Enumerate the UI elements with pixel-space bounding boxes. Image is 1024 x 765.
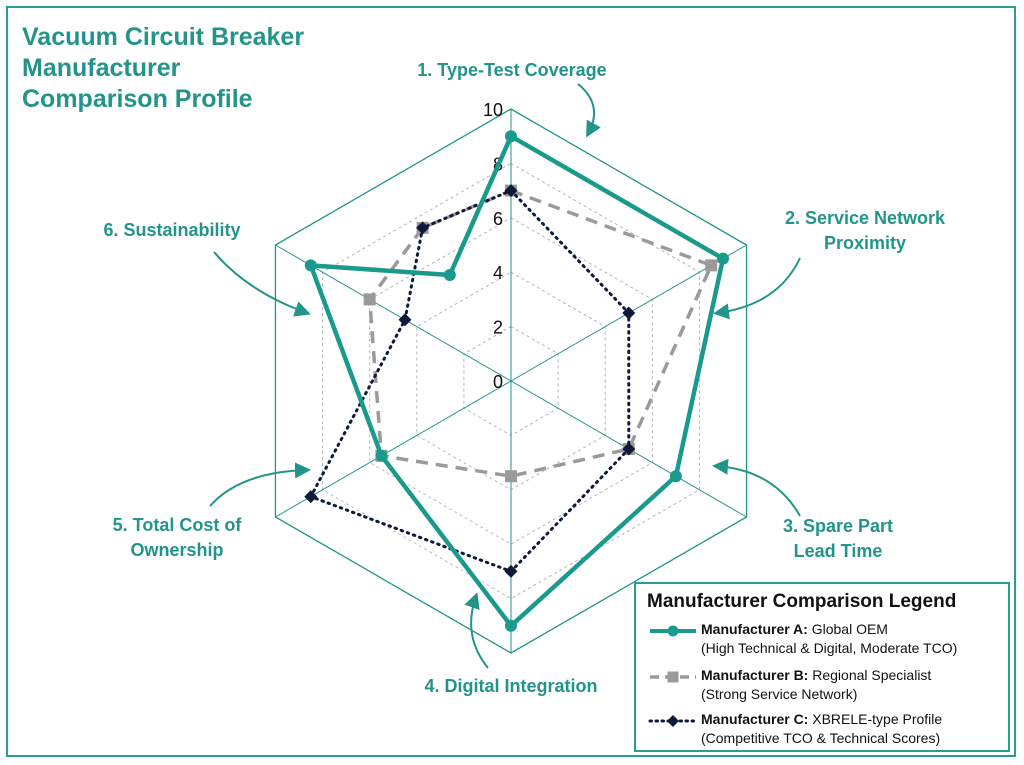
- axis-label-line: 2. Service Network: [785, 208, 946, 228]
- tick-label: 0: [493, 372, 503, 392]
- legend-swatch-b: [650, 671, 696, 683]
- data-point-a: [669, 470, 682, 483]
- legend-rest-c: XBRELE-type Profile: [808, 711, 943, 727]
- axis-label: 5. Total Cost of Ownership: [113, 515, 243, 560]
- data-point-b: [363, 293, 376, 306]
- axis-label: 6. Sustainability: [103, 220, 240, 240]
- legend-rest-b: Regional Specialist: [808, 667, 932, 683]
- axis-label-line: 5. Total Cost of: [113, 515, 243, 535]
- data-point-a: [505, 130, 517, 143]
- data-point-a: [443, 268, 456, 281]
- data-point-a: [375, 449, 388, 462]
- tick-label: 6: [493, 209, 503, 229]
- data-point-c: [504, 184, 518, 198]
- series-line-b: [367, 188, 713, 478]
- arrow-pointer: [213, 251, 311, 317]
- tick-label: 4: [493, 263, 503, 283]
- data-point-c: [304, 490, 318, 504]
- legend-desc-c: (Competitive TCO & Technical Scores): [701, 730, 941, 746]
- axis-label-line: Ownership: [130, 540, 223, 560]
- legend-text-b: Manufacturer B: Regional Specialist (Str…: [701, 666, 931, 704]
- series-line-c: [309, 189, 631, 573]
- legend-item-a: Manufacturer A: Global OEM (High Technic…: [636, 620, 1008, 666]
- arrow-pointer: [712, 458, 801, 517]
- data-point-a: [304, 259, 317, 272]
- title-line: Comparison Profile: [22, 85, 253, 113]
- legend-name-c: Manufacturer C:: [701, 711, 809, 727]
- axis-label: 4. Digital Integration: [424, 676, 597, 696]
- data-point-a: [717, 252, 730, 265]
- data-point-c: [622, 306, 636, 320]
- legend-name-a: Manufacturer A:: [701, 621, 808, 637]
- data-point-c: [416, 221, 430, 235]
- tick-label: 10: [483, 100, 503, 120]
- data-point-c: [622, 442, 636, 456]
- legend: Manufacturer Comparison Legend Manufactu…: [634, 582, 1010, 752]
- legend-name-b: Manufacturer B:: [701, 667, 809, 683]
- axis-label-line: 3. Spare Part: [783, 516, 893, 536]
- tick-label: 2: [493, 318, 503, 338]
- arrow-pointer: [464, 592, 489, 669]
- axis-label-line: 6. Sustainability: [103, 220, 240, 240]
- axis-label-line: 1. Type-Test Coverage: [417, 60, 606, 80]
- legend-text-c: Manufacturer C: XBRELE-type Profile (Com…: [701, 710, 942, 748]
- legend-title: Manufacturer Comparison Legend: [647, 591, 957, 612]
- legend-text-a: Manufacturer A: Global OEM (High Technic…: [701, 620, 957, 658]
- series-c: [304, 184, 636, 578]
- series-line-a: [308, 133, 726, 629]
- arrow-pointer: [209, 462, 311, 507]
- legend-rest-a: Global OEM: [807, 621, 888, 637]
- title-line: Vacuum Circuit Breaker: [22, 23, 305, 51]
- arrow-pointer: [577, 83, 601, 138]
- data-point-a: [505, 619, 517, 632]
- axis-arrows: [209, 83, 801, 669]
- legend-desc-b: (Strong Service Network): [701, 686, 858, 702]
- legend-swatch-c: [648, 715, 698, 727]
- chart-frame: [6, 6, 1016, 757]
- legend-desc-a: (High Technical & Digital, Moderate TCO): [701, 640, 958, 656]
- data-point-b: [505, 470, 517, 483]
- title-line: Manufacturer: [22, 54, 181, 82]
- axis-label-line: 4. Digital Integration: [424, 676, 597, 696]
- series-b: [363, 184, 718, 483]
- series-a: [304, 130, 730, 632]
- data-point-c: [398, 313, 412, 327]
- arrow-pointer: [713, 257, 801, 320]
- axis-label-line: Lead Time: [794, 541, 883, 561]
- axis-label: 1. Type-Test Coverage: [417, 60, 606, 80]
- data-point-b: [705, 259, 718, 272]
- data-point-c: [504, 564, 518, 578]
- legend-item-c: Manufacturer C: XBRELE-type Profile (Com…: [636, 710, 1008, 756]
- chart-title: Vacuum Circuit Breaker Manufacturer Comp…: [22, 22, 304, 115]
- legend-swatch-a: [650, 625, 696, 637]
- axis-label-line: Proximity: [824, 233, 906, 253]
- legend-item-b: Manufacturer B: Regional Specialist (Str…: [636, 666, 1008, 712]
